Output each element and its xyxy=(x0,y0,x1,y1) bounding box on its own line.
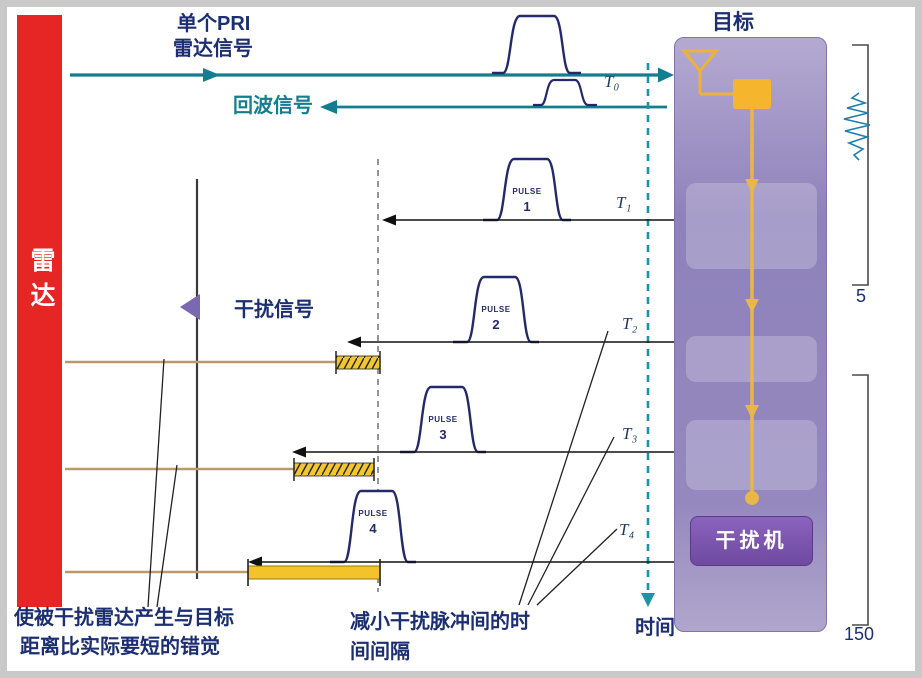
hatched-interval-2 xyxy=(293,458,375,481)
t3-label: T₃ xyxy=(622,424,638,443)
jammer-label: 干扰机 xyxy=(715,530,788,552)
pulse-3-word: PULSE xyxy=(428,415,458,424)
pulse-1-num: 1 xyxy=(523,199,531,214)
pri-signal-label-line2: 雷达信号 xyxy=(173,38,253,60)
t0-label: T₀ xyxy=(604,72,620,91)
pulse-1-word: PULSE xyxy=(512,187,542,196)
jamming-pulse-shapes xyxy=(330,157,571,564)
note-left-line2: 距离比实际要短的错觉 xyxy=(20,636,220,658)
pulse-2-word: PULSE xyxy=(481,305,511,314)
scale-bracket-bottom xyxy=(852,374,869,626)
pulse-return-arrows xyxy=(248,214,674,568)
jamming-signal-label: 干扰信号 xyxy=(234,299,314,321)
jamming-transmission-lines xyxy=(65,360,337,574)
jammer-box: 干扰机 xyxy=(690,516,813,566)
jamming-arrowhead-icon xyxy=(180,294,200,320)
echo-signal-label: 回波信号 xyxy=(233,95,313,117)
annotation-pointer-lines xyxy=(147,330,618,608)
pulse-4-word: PULSE xyxy=(358,509,388,518)
time-axis-label: 时间 xyxy=(635,617,675,639)
radar-bar xyxy=(17,15,62,607)
scale-bottom-label: 150 xyxy=(844,624,875,644)
pri-signal-label-line1: 单个PRI xyxy=(177,13,251,35)
echo-waveform-icon xyxy=(843,92,871,161)
echo-signal-arrow xyxy=(320,78,667,114)
gold-interval-bar xyxy=(247,559,381,586)
time-axis-dashed-line xyxy=(641,63,655,607)
t2-label: T₂ xyxy=(622,314,638,333)
pulse-2-num: 2 xyxy=(492,317,500,332)
scale-bracket-top xyxy=(852,44,869,286)
t1-label: T₁ xyxy=(616,193,632,212)
t4-label: T₄ xyxy=(619,520,635,539)
scale-top-label: 5 xyxy=(856,286,867,306)
radar-signal-arrow xyxy=(70,14,674,83)
radar-label: 雷达 xyxy=(27,247,55,317)
note-mid-line1: 减小干扰脉冲间的时 xyxy=(350,611,530,633)
pulse-4-num: 4 xyxy=(369,521,377,536)
target-signal-path xyxy=(745,109,759,505)
diagram-canvas xyxy=(65,14,871,626)
target-antenna-icon xyxy=(680,49,733,96)
hatched-interval-1 xyxy=(335,351,381,374)
target-title: 目标 xyxy=(712,11,754,34)
pulse-3-num: 3 xyxy=(439,427,447,442)
note-mid-line2: 间间隔 xyxy=(350,641,410,663)
note-left-line1: 使被干扰雷达产生与目标 xyxy=(14,607,234,629)
jamming-signal-axis xyxy=(180,179,200,579)
target-receiver-box xyxy=(733,79,771,109)
